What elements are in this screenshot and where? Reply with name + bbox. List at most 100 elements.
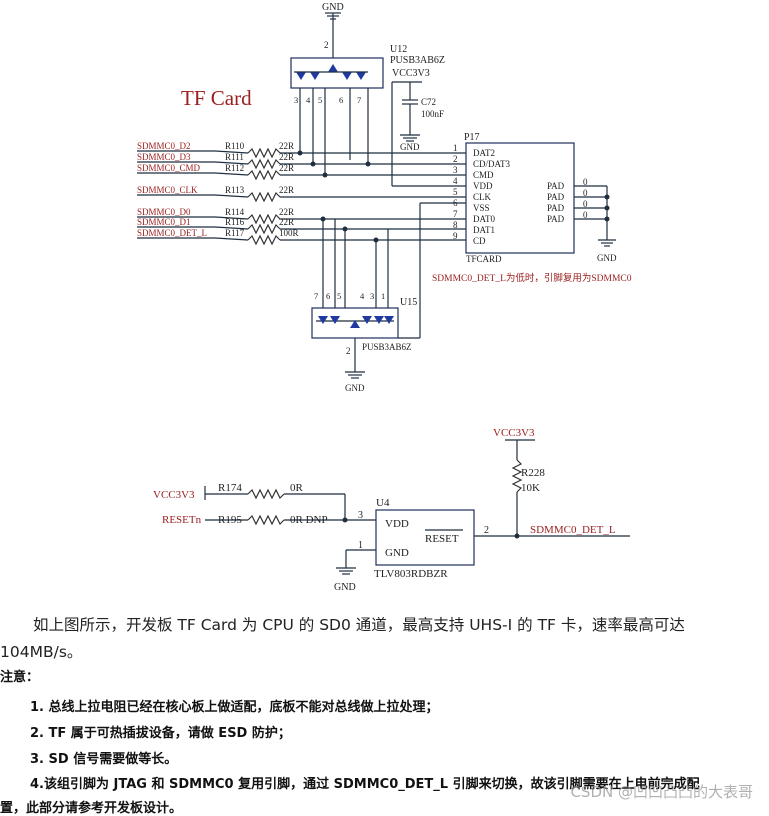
vcc-top-label: VCC3V3 (493, 427, 535, 439)
net-line-to-res (214, 150, 249, 154)
u12-part: PUSB3AB6Z (390, 55, 445, 66)
cap-ref: C72 (421, 97, 436, 107)
svg-text:3: 3 (370, 291, 374, 301)
res-value: 100R (279, 228, 299, 238)
u4-ref: U4 (376, 497, 390, 509)
connector-pin-name: CLK (473, 192, 492, 202)
res-value: 22R (279, 185, 294, 195)
vcc-left-label: VCC3V3 (153, 489, 195, 501)
note-item-2: 2. TF 属于可热插拔设备，请做 ESD 防护； (30, 726, 291, 741)
svg-text:4: 4 (360, 291, 365, 301)
res-value: 22R (279, 207, 294, 217)
u12-pins-bottom: 3 4 5 6 7 (294, 95, 361, 105)
paragraph-line-1: 如上图所示，开发板 TF Card 为 CPU 的 SD0 通道，最高支持 UH… (33, 616, 685, 634)
r195-value: 0R DNP (290, 514, 328, 526)
resistor-symbol (247, 234, 281, 246)
svg-text:PAD: PAD (547, 214, 565, 224)
svg-text:3: 3 (294, 95, 298, 105)
u4-part: TLV803RDBZR (374, 568, 448, 580)
connector-pin-number: 7 (453, 209, 458, 219)
res-value: 22R (279, 152, 294, 162)
u15-pin-bottom: 2 (346, 346, 351, 356)
net-label: SDMMC0_CMD (137, 163, 201, 173)
connector-pin-number: 8 (453, 220, 458, 230)
resistor-symbol (247, 169, 281, 181)
vcc-label-cap: VCC3V3 (392, 68, 430, 79)
res-ref: R117 (225, 228, 245, 238)
connector-pin-number: 2 (453, 154, 458, 164)
r174-ref: R174 (218, 482, 242, 494)
note-item-1: 1. 总线上拉电阻已经在核心板上做适配，底板不能对总线做上拉处理； (30, 700, 439, 715)
connector-pin-name: DAT2 (473, 148, 495, 158)
net-line-to-res (214, 216, 249, 220)
svg-text:0: 0 (583, 199, 588, 209)
u4-pin2: 2 (484, 525, 489, 536)
resistor-symbol (247, 213, 281, 225)
svg-text:0: 0 (583, 210, 588, 220)
svg-text:5: 5 (318, 95, 322, 105)
u15-pins-top: 7 6 5 4 3 1 (314, 291, 385, 301)
svg-text:6: 6 (339, 95, 343, 105)
res-ref: R116 (225, 217, 245, 227)
gnd-label-cap: GND (400, 142, 420, 152)
u4-pin-gnd: GND (385, 547, 409, 559)
u4-pin3: 3 (358, 510, 363, 521)
u15-diodes (318, 316, 394, 328)
resistor-symbol (247, 158, 281, 170)
reset-net-label: RESETn (162, 514, 202, 526)
connector-pin-number: 5 (453, 187, 458, 197)
resistor-symbol (247, 147, 281, 159)
net-rows: SDMMC0_D2 R110 22R SDMMC0_D3 R111 22R SDMMC0_C… (137, 141, 466, 246)
note-item-5: 置，此部分请参考开发板设计。 (0, 801, 183, 816)
note-title: 注意： (0, 670, 40, 685)
u12-ref: U12 (390, 44, 407, 55)
svg-text:0: 0 (583, 188, 588, 198)
svg-text:5: 5 (337, 291, 341, 301)
note-item-3: 3. SD 信号需要做等长。 (30, 752, 178, 767)
r228-value: 10K (521, 482, 540, 494)
connector-pin-number: 9 (453, 231, 458, 241)
gnd-label-pads: GND (597, 253, 617, 263)
u15-ref: U15 (400, 297, 417, 308)
connector-pin-name: VDD (473, 181, 493, 191)
u4-body (375, 509, 475, 566)
r174-value: 0R (290, 482, 304, 494)
connector-pin-number: 3 (453, 165, 458, 175)
svg-text:0: 0 (583, 177, 588, 187)
res-value: 22R (279, 141, 294, 151)
svg-text:PAD: PAD (547, 192, 565, 202)
schematic-title: TF Card (181, 86, 252, 110)
net-line-to-res (214, 226, 249, 230)
net-line-to-res (214, 172, 249, 176)
net-line-to-res (214, 161, 249, 165)
res-value: 22R (279, 163, 294, 173)
res-value: 22R (279, 217, 294, 227)
connector-pin-name: DAT1 (473, 225, 495, 235)
connector-pin-name: DAT0 (473, 214, 495, 224)
connector-pin-name: CD (473, 236, 486, 246)
res-ref: R111 (225, 152, 244, 162)
connector-pin-number: 4 (453, 176, 458, 186)
res-ref: R110 (225, 141, 245, 151)
res-ref: R114 (225, 207, 245, 217)
u12-body (290, 57, 384, 89)
svg-text:PAD: PAD (547, 181, 565, 191)
gnd-label-u12: GND (322, 2, 344, 13)
net-label: SDMMC0_D0 (137, 207, 191, 217)
net-label: SDMMC0_DET_L (137, 228, 207, 238)
resistor-symbol (247, 191, 281, 203)
r195-ref: R195 (218, 514, 242, 526)
r228-ref: R228 (521, 467, 545, 479)
net-label: SDMMC0_D3 (137, 152, 191, 162)
paragraph-line-2: 104MB/s。 (0, 643, 83, 661)
schematic-diagram: GND 2 U12 PUSB3AB6Z 3 4 5 6 7 TF Card VC… (137, 2, 632, 593)
watermark: CSDN @凹凹凸凸的大表哥 (570, 783, 753, 801)
res-ref: R112 (225, 163, 244, 173)
u15-part: PUSB3AB6Z (362, 342, 412, 352)
u4-pin-vdd: VDD (385, 518, 409, 530)
net-label: SDMMC0_D2 (137, 141, 191, 151)
svg-text:6: 6 (326, 291, 330, 301)
connector-pin-name: VSS (473, 203, 490, 213)
u4-pin-reset: RESET (425, 533, 459, 545)
